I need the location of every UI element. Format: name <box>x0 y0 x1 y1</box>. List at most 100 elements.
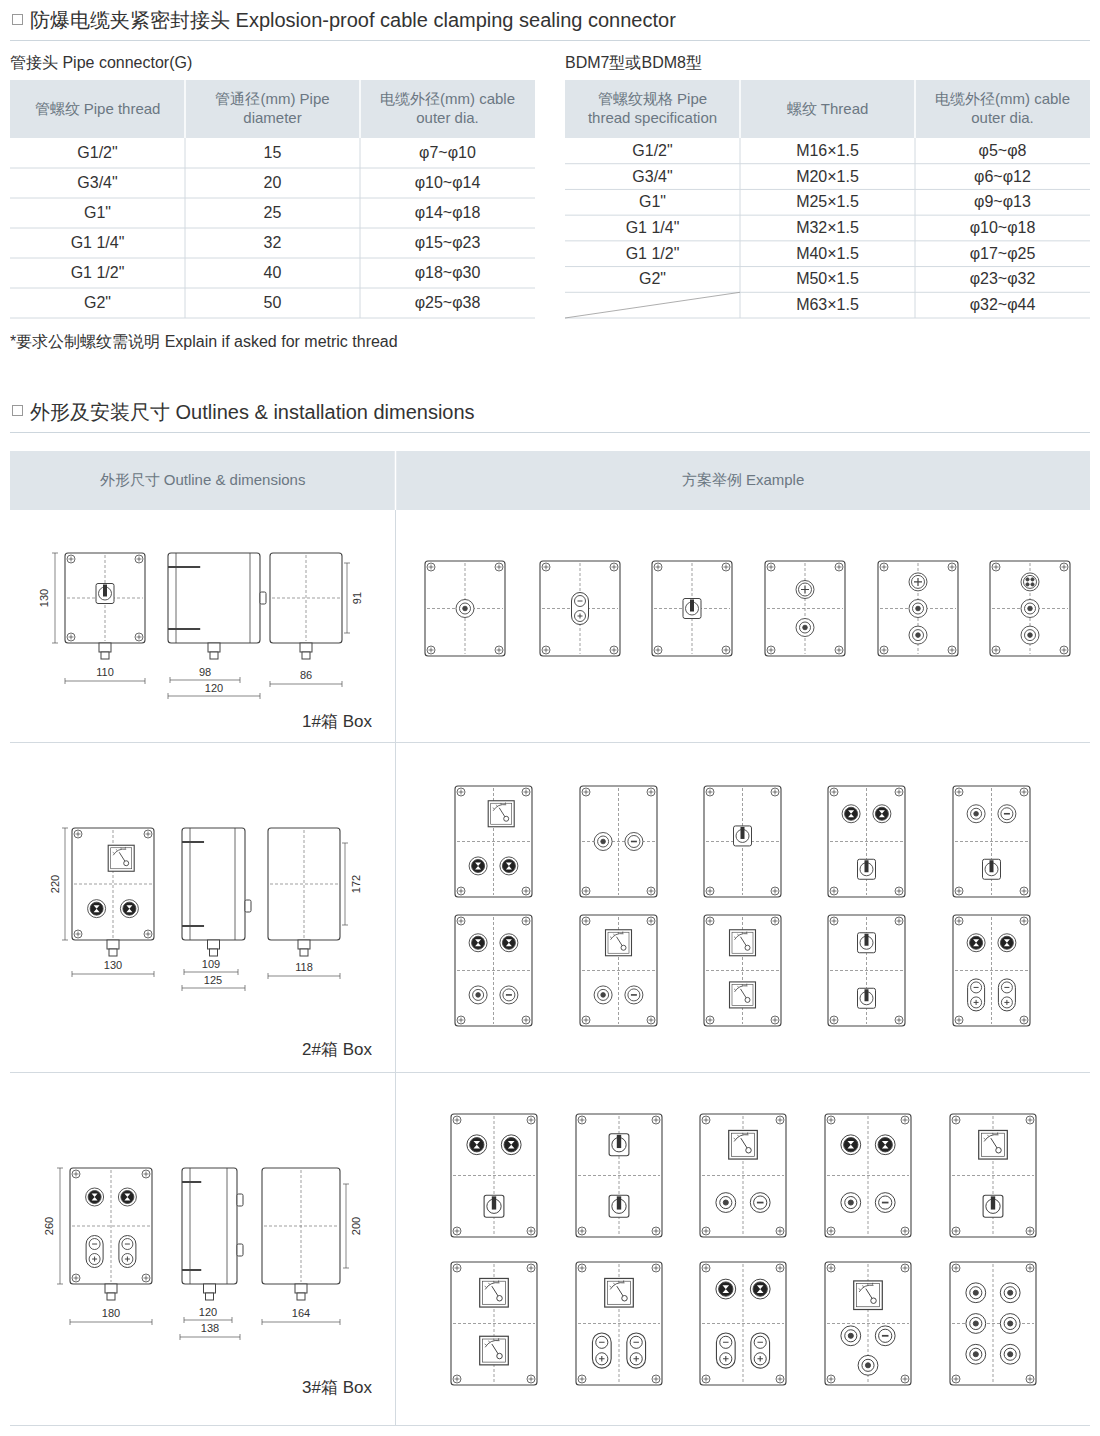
selector-knob <box>617 1196 621 1209</box>
symbol-ring <box>121 1191 134 1204</box>
screw-cross <box>459 790 464 795</box>
cover-screw <box>1026 1264 1034 1272</box>
cover-screw <box>527 1264 535 1272</box>
housing-back <box>268 828 340 940</box>
table-cell: φ5~φ8 <box>915 138 1090 164</box>
panel-component <box>966 1314 986 1334</box>
cover-screw <box>582 1016 590 1024</box>
table-rule <box>10 742 1090 743</box>
cover-screw <box>542 563 550 571</box>
panel-component <box>469 857 487 875</box>
symbol-ring <box>848 1200 853 1205</box>
symbol-ring <box>862 1359 874 1371</box>
indicator-mark <box>506 862 512 869</box>
symbol-stroke <box>974 987 979 1005</box>
table-rule <box>914 80 916 138</box>
indicator-lamp <box>716 1193 736 1213</box>
cover-screw <box>527 1116 535 1124</box>
panel-component <box>480 1278 509 1307</box>
cover-screw <box>522 788 530 796</box>
panel-component <box>858 988 876 1008</box>
cover-screw <box>706 917 714 925</box>
selector-switch <box>683 599 701 619</box>
symbol-ring <box>503 989 515 1001</box>
table-cell: φ14~φ18 <box>360 198 535 228</box>
center-line <box>880 563 956 654</box>
symbol-ring <box>875 807 888 820</box>
indicator-mark <box>474 1141 481 1149</box>
center-line <box>955 788 1028 895</box>
panel-view <box>580 786 657 897</box>
indicator-mark <box>879 810 885 817</box>
table-cell: G3/4" <box>10 168 185 198</box>
panel-component <box>625 986 643 1004</box>
table-cell: M40×1.5 <box>740 241 915 267</box>
cover-screw <box>895 788 903 796</box>
panel-outline <box>828 915 905 1026</box>
screw-cross <box>1022 889 1027 894</box>
panel-component <box>716 1193 736 1213</box>
indicator-lamp <box>841 1193 861 1213</box>
cover-screw <box>1020 788 1028 796</box>
symbol-stroke <box>485 1280 499 1287</box>
table-rule <box>359 80 361 138</box>
cover-screw <box>427 646 435 654</box>
push-button <box>875 1193 895 1213</box>
symbol-ring <box>973 1321 978 1326</box>
double-button <box>572 593 589 625</box>
symbol-stroke <box>631 994 637 996</box>
screw-cross <box>773 889 778 894</box>
table-rule <box>740 138 741 318</box>
panel-view <box>704 786 781 897</box>
panel-component <box>500 986 518 1004</box>
symbol-stroke <box>882 1335 889 1337</box>
symbol-ring <box>628 836 640 848</box>
selector-switch <box>609 1134 629 1156</box>
indicator-lamp <box>1000 1314 1020 1334</box>
symbol-stroke <box>485 1338 499 1345</box>
dimension-label: 98 <box>198 667 212 678</box>
cover-screw <box>901 1227 909 1235</box>
screw-cross <box>954 1266 959 1271</box>
panel-component <box>108 845 134 871</box>
cable-gland <box>107 940 119 949</box>
dimension-line <box>70 1319 152 1325</box>
section-marker <box>13 15 23 25</box>
screw-cross <box>778 1118 783 1123</box>
panel-outline <box>540 561 620 656</box>
symbol-ring <box>973 1290 978 1295</box>
panel-outline <box>825 1114 911 1237</box>
screw-cross <box>829 1118 834 1123</box>
screw-cross <box>529 1229 534 1234</box>
indicator-mark <box>757 1285 764 1293</box>
screw-cross <box>950 648 955 653</box>
ammeter <box>480 1278 509 1307</box>
box-label: 2#箱 Box <box>240 1036 372 1062</box>
ammeter <box>854 1281 883 1310</box>
cover-screw <box>135 555 143 563</box>
dimension-line <box>72 971 154 977</box>
panel-component <box>500 857 518 875</box>
back-view <box>270 553 342 659</box>
cover-screw <box>1020 1016 1028 1024</box>
screw-cross <box>1028 1118 1033 1123</box>
table-header: 外形尺寸 Outline & dimensions <box>10 451 395 510</box>
indicator-lamp <box>909 626 927 644</box>
cover-screw <box>901 1375 909 1383</box>
symbol-ring <box>1025 603 1036 614</box>
symbol-ring <box>746 1148 752 1154</box>
symbol-ring <box>879 1329 892 1342</box>
table-cell: φ17~φ25 <box>915 241 1090 267</box>
panel-component <box>716 1279 736 1299</box>
symbol-ring <box>1026 583 1029 586</box>
screw-cross <box>544 565 549 570</box>
table-cell: G1 1/4" <box>10 228 185 258</box>
cover-screw <box>827 1227 835 1235</box>
symbol-ring <box>848 1333 853 1338</box>
push-button <box>875 1326 895 1346</box>
panel-component <box>501 1135 521 1155</box>
table-rule <box>565 189 1090 190</box>
cover-screw <box>647 788 655 796</box>
table-rule <box>565 318 1090 319</box>
screw-cross <box>994 648 999 653</box>
